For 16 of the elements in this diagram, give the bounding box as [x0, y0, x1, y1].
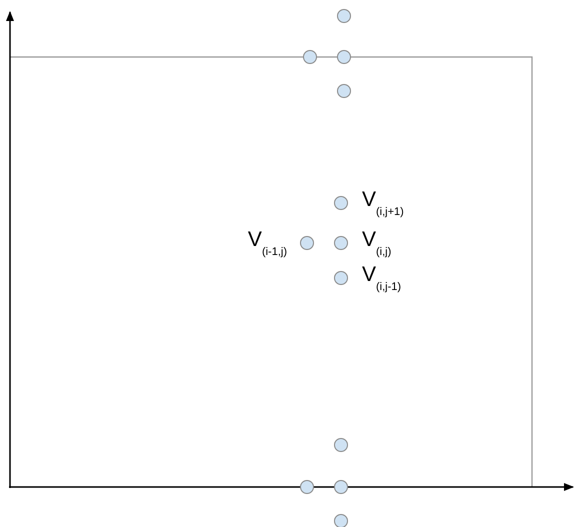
variable-label: V$_{(i-1,j)}$ — [248, 229, 287, 258]
grid-point — [334, 438, 348, 452]
grid-point — [337, 84, 351, 98]
grid-point — [300, 236, 314, 250]
variable-label: V$_{(i,j-1)}$ — [362, 264, 402, 293]
grid-point — [334, 236, 348, 250]
grid-point — [334, 514, 348, 527]
grid-point — [300, 480, 314, 494]
grid-point — [334, 271, 348, 285]
grid-point — [337, 50, 351, 64]
variable-label: V$_{(i,j+1)}$ — [362, 189, 404, 218]
grid-point — [334, 196, 348, 210]
variable-label: V$_{(i,j)}$ — [362, 229, 392, 258]
grid-point — [303, 50, 317, 64]
grid-point — [337, 9, 351, 23]
grid-point — [334, 480, 348, 494]
